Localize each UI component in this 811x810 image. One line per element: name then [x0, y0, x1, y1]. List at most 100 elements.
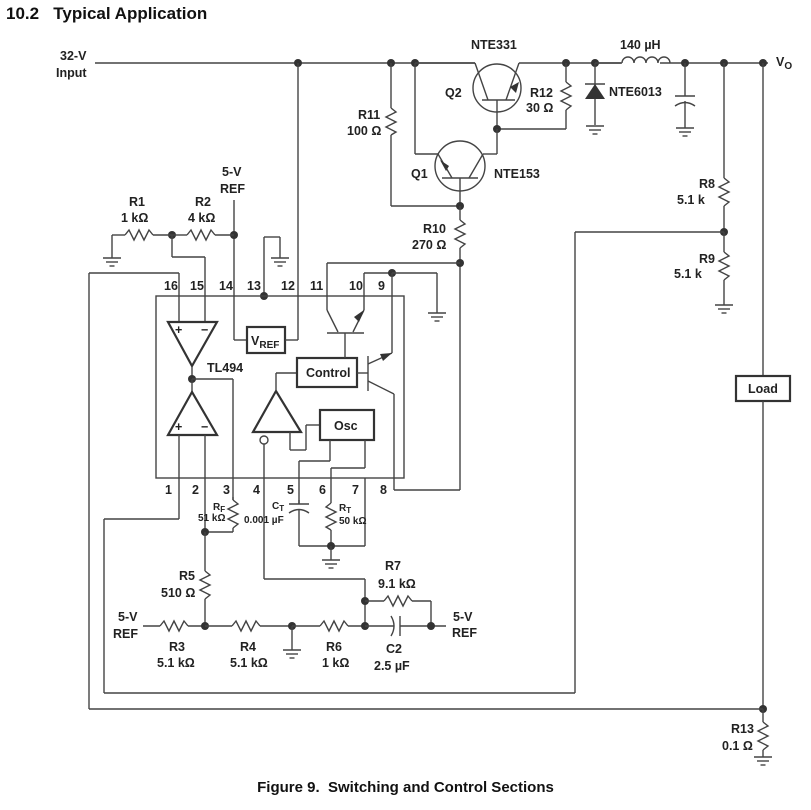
resistor-r2: [172, 228, 234, 242]
svg-text:+: +: [175, 420, 182, 434]
r7-ref: R7: [385, 559, 401, 573]
q2-part: NTE331: [471, 38, 517, 52]
rf-value: 51 kΩ: [198, 513, 225, 524]
resistor-r11: [384, 63, 460, 207]
transistor-q2: [415, 62, 566, 130]
rf-ref: RF: [213, 502, 225, 514]
r2-value: 4 kΩ: [188, 211, 215, 225]
r3-value: 5.1 kΩ: [157, 656, 195, 670]
resistor-r9: [714, 232, 734, 314]
r1-value: 1 kΩ: [121, 211, 148, 225]
output-transistor-2: [357, 273, 460, 491]
svg-text:10: 10: [349, 279, 363, 293]
control-label: Control: [306, 366, 350, 380]
ref5v-left-label: 5-V: [118, 610, 138, 624]
r9-ref: R9: [699, 252, 715, 266]
diode-nte6013: [585, 63, 605, 135]
resistor-r10: [453, 206, 467, 490]
ct-ref: CT: [272, 501, 284, 513]
section-title: 10.2 Typical Application: [6, 4, 208, 23]
svg-text:−: −: [201, 420, 208, 434]
r12-ref: R12: [530, 86, 553, 100]
ct-value: 0.001 µF: [244, 515, 284, 526]
resistor-r7: [365, 594, 432, 626]
inductor: [595, 56, 671, 64]
r8-ref: R8: [699, 177, 715, 191]
resistor-r1: [102, 228, 172, 267]
svg-text:2: 2: [192, 483, 199, 497]
svg-text:11: 11: [310, 279, 323, 293]
r9-value: 5.1 k: [674, 267, 702, 281]
osc-label: Osc: [334, 419, 358, 433]
svg-text:16: 16: [164, 279, 178, 293]
r10-ref: R10: [423, 222, 446, 236]
svg-text:4: 4: [253, 483, 260, 497]
resistor-r3: [143, 619, 205, 633]
error-amp-2: + −: [166, 379, 219, 532]
r7-value: 9.1 kΩ: [378, 577, 416, 591]
resistor-r4: [205, 619, 292, 633]
output-transistor-1: [326, 262, 460, 358]
r11-value: 100 Ω: [347, 124, 381, 138]
q2-ref: Q2: [445, 86, 462, 100]
q1-ref: Q1: [411, 167, 428, 181]
input-voltage-label: 32-V: [60, 49, 87, 63]
output-voltage-label: VO: [776, 55, 792, 72]
pin-numbers-bottom: 1 2 3 4 5 6 7 8: [165, 483, 387, 497]
junction-dot: [427, 622, 435, 630]
resistor-rf: [205, 497, 240, 533]
inductor-value: 140 µH: [620, 38, 661, 52]
ref5v-top-label: 5-V: [222, 165, 242, 179]
svg-text:−: −: [201, 323, 208, 337]
svg-text:15: 15: [190, 279, 204, 293]
svg-text:13: 13: [247, 279, 261, 293]
rt-value: 50 kΩ: [339, 516, 366, 527]
resistor-r12: [559, 63, 573, 129]
svg-text:9: 9: [378, 279, 385, 293]
tl494-ic: [155, 295, 405, 479]
resistor-r13: [753, 709, 773, 766]
r3-ref: R3: [169, 640, 185, 654]
r5-value: 510 Ω: [161, 586, 195, 600]
rt-ref: RT: [339, 503, 351, 515]
deadtime-comparator: [251, 372, 320, 451]
r10-value: 270 Ω: [412, 238, 446, 252]
r6-value: 1 kΩ: [322, 656, 349, 670]
r4-value: 5.1 kΩ: [230, 656, 268, 670]
resistor-r8: [717, 63, 731, 232]
r6-ref: R6: [326, 640, 342, 654]
figure-caption: Figure 9. Switching and Control Sections: [257, 779, 554, 796]
svg-text:1: 1: [165, 483, 172, 497]
r12-value: 30 Ω: [526, 101, 553, 115]
svg-text:14: 14: [219, 279, 233, 293]
r1-ref: R1: [129, 195, 145, 209]
capacitor-c2: [365, 615, 446, 637]
load-block: [734, 374, 792, 403]
r13-value: 0.1 Ω: [722, 739, 753, 753]
resistor-r5: [198, 532, 212, 626]
svg-text:3: 3: [223, 483, 230, 497]
svg-text:+: +: [175, 323, 182, 337]
svg-text:5: 5: [287, 483, 294, 497]
r8-value: 5.1 k: [677, 193, 705, 207]
pin-numbers-top: 16 15 14 13 12 11 10 9: [164, 279, 385, 293]
load-label: Load: [748, 382, 778, 396]
svg-text:6: 6: [319, 483, 326, 497]
resistor-r6: [292, 619, 365, 633]
ic-name: TL494: [207, 361, 243, 375]
ref5v-top-label-2: REF: [220, 182, 245, 196]
svg-text:8: 8: [380, 483, 387, 497]
r4-ref: R4: [240, 640, 256, 654]
r11-ref: R11: [358, 108, 380, 122]
svg-text:7: 7: [352, 483, 359, 497]
ref5v-right-label: 5-V: [453, 610, 473, 624]
q1-part: NTE153: [494, 167, 540, 181]
r13-ref: R13: [731, 722, 754, 736]
input-label: Input: [56, 66, 87, 80]
r2-ref: R2: [195, 195, 211, 209]
c2-ref: C2: [386, 642, 402, 656]
ref5v-right-label-2: REF: [452, 626, 477, 640]
r5-ref: R5: [179, 569, 195, 583]
diode-part: NTE6013: [609, 85, 662, 99]
